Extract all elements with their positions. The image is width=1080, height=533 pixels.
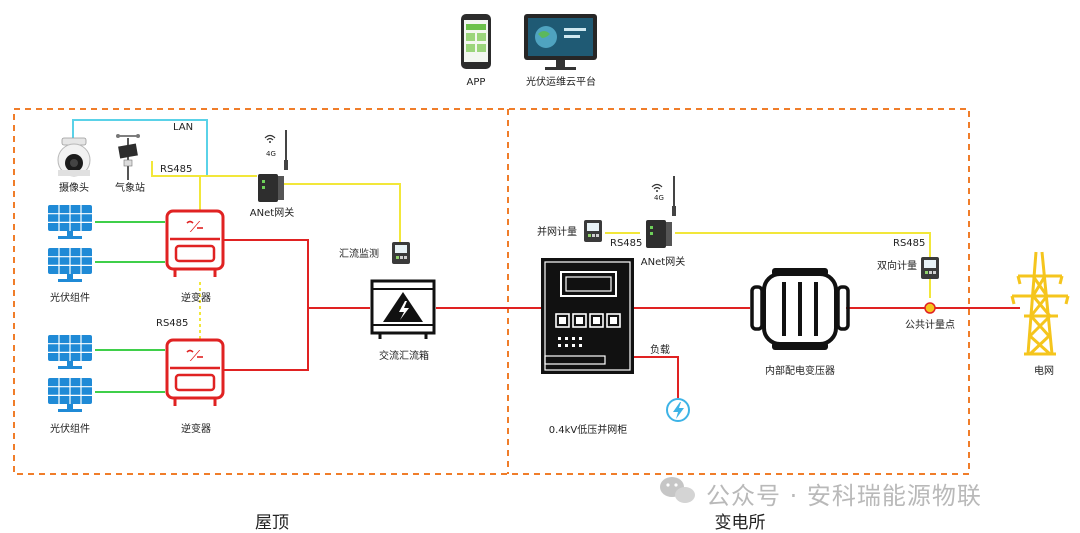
inverter-icon-1 — [165, 209, 225, 279]
bidirectional-meter-icon — [921, 257, 939, 279]
dc-lines — [95, 221, 165, 393]
rs485-substation-label: RS485 — [610, 238, 643, 249]
platform-label: 光伏运维云平台 — [526, 77, 596, 88]
lv-cabinet-label: 0.4kV低压并网柜 — [548, 425, 628, 436]
substation-gateway-label: ANet网关 — [640, 257, 686, 268]
rs485-lines — [151, 161, 931, 340]
camera-label: 摄像头 — [59, 183, 89, 194]
transformer-icon — [750, 268, 850, 350]
substation-gateway-signal: 4G — [654, 194, 664, 202]
combiner-monitor-label: 汇流监测 — [339, 249, 379, 260]
pcc-label: 公共计量点 — [905, 320, 955, 331]
app-phone-icon — [461, 14, 491, 69]
lan-label: LAN — [173, 122, 194, 133]
camera-icon — [57, 137, 91, 177]
inverter-label-1: 逆变器 — [181, 293, 211, 304]
pcc-dot — [924, 302, 936, 314]
watermark-text: 公众号 · 安科瑞能源物联 — [706, 482, 982, 510]
rs485-inverter-label: RS485 — [156, 318, 189, 329]
grid-meter-label: 并网计量 — [537, 227, 577, 238]
app-label: APP — [466, 77, 486, 88]
boundary-frame — [13, 108, 970, 475]
inverter-icon-2 — [165, 338, 225, 408]
roof-gateway-signal: 4G — [266, 150, 276, 158]
rs485-meter-label: RS485 — [893, 238, 926, 249]
substation-gateway-icon — [645, 175, 677, 249]
inverter-label-2: 逆变器 — [181, 424, 211, 435]
pv-panel-group-2 — [47, 334, 93, 413]
grid-meter-icon — [584, 220, 602, 242]
load-label: 负载 — [650, 345, 670, 356]
platform-monitor-icon — [524, 14, 597, 70]
pv-label-2: 光伏组件 — [50, 424, 90, 435]
lv-cabinet-icon — [541, 258, 634, 374]
roof-gateway-label: ANet网关 — [249, 208, 295, 219]
wechat-icon — [660, 477, 695, 503]
ac-combiner-label: 交流汇流箱 — [379, 351, 429, 362]
weather-station-label: 气象站 — [115, 183, 145, 194]
grid-label: 电网 — [1034, 366, 1054, 377]
weather-station-icon — [116, 134, 140, 180]
pv-panel-group-1 — [47, 204, 93, 283]
load-icon — [666, 398, 690, 422]
transformer-label: 内部配电变压器 — [765, 366, 835, 377]
rs485-roof-label: RS485 — [160, 164, 193, 175]
roof-section-label: 屋顶 — [255, 513, 289, 533]
combiner-monitor-meter-icon — [392, 242, 410, 264]
substation-section-label: 变电所 — [714, 513, 766, 533]
bidirectional-meter-label: 双向计量 — [877, 261, 917, 272]
pv-label-1: 光伏组件 — [50, 293, 90, 304]
ac-combiner-box-icon — [370, 279, 436, 339]
roof-gateway-icon — [257, 129, 289, 203]
grid-pylon-icon — [1010, 251, 1070, 356]
